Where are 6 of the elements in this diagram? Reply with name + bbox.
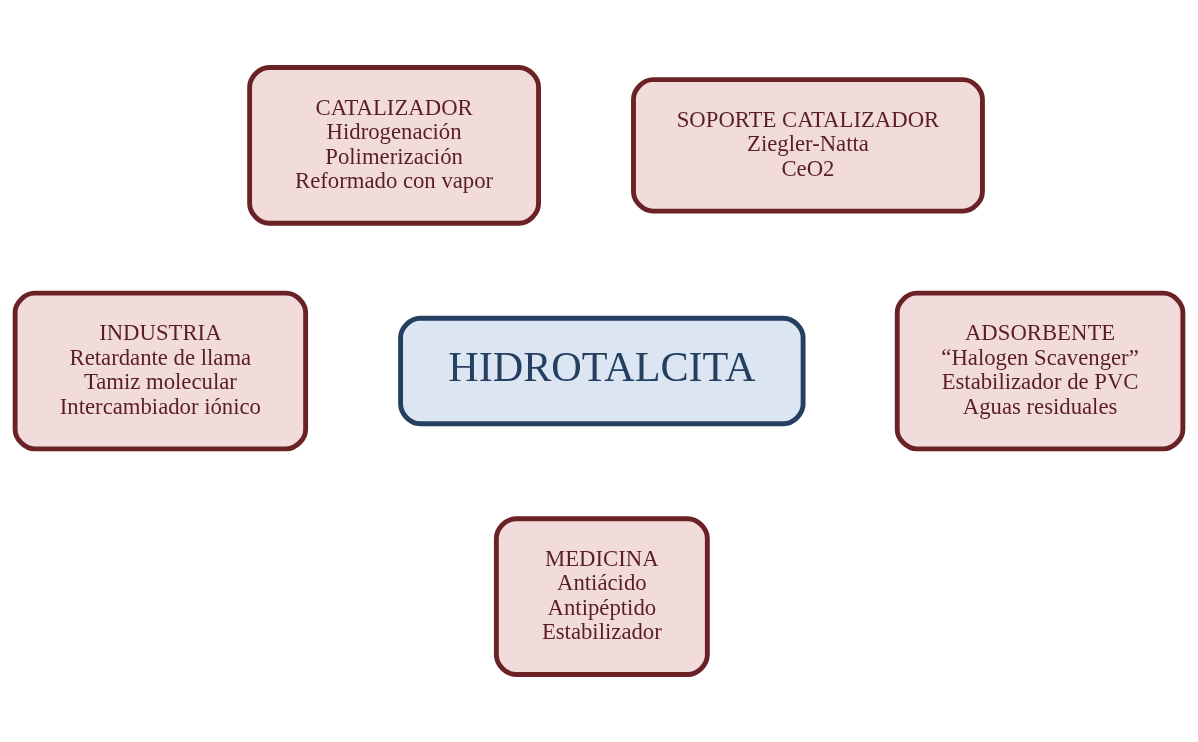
node-box: SOPORTE CATALIZADOR Ziegler-Natta CeO2 bbox=[631, 77, 985, 214]
node-box: INDUSTRIA Retardante de llama Tamiz molecular Intercambiador iónico bbox=[12, 290, 309, 452]
node-box: HIDROTALCITA bbox=[398, 315, 806, 427]
node-box: MEDICINA Antiácido Antipéptido Estabilizador bbox=[493, 516, 710, 677]
node-box: CATALIZADOR Hidrogenación Polimerización Reformado con vapor bbox=[247, 65, 541, 226]
node-box: ADSORBENTE “Halogen Scavenger” Estabilizador de PVC Aguas residuales bbox=[894, 290, 1186, 452]
